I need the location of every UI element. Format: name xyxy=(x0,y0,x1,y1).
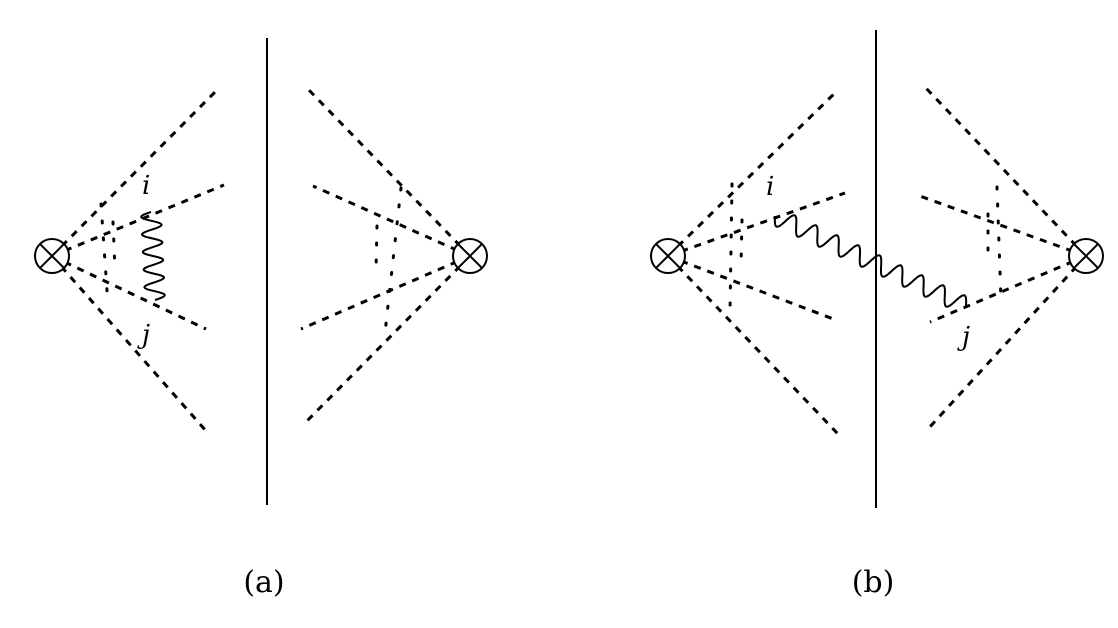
dashed-line xyxy=(50,255,209,433)
diagram-b-left-lines xyxy=(666,88,846,436)
photon-line-a xyxy=(140,211,166,301)
diagram-b-right-lines xyxy=(916,84,1088,431)
dashed-line xyxy=(916,193,1087,258)
dotted-line xyxy=(383,186,403,335)
vertex-a-right xyxy=(452,238,488,274)
dotted-line xyxy=(99,202,110,307)
label-j-b: j xyxy=(957,322,970,352)
dashed-line xyxy=(300,254,471,331)
label-i-a: i xyxy=(142,171,150,201)
dashed-line xyxy=(312,184,471,258)
dashed-line xyxy=(51,254,207,331)
vertex-a-left xyxy=(34,238,70,274)
dashed-line xyxy=(922,84,1088,258)
label-j-a: j xyxy=(137,320,150,350)
diagram-a-left-lines xyxy=(50,88,225,433)
dashed-line xyxy=(926,254,1088,431)
diagram-a-right-lines xyxy=(300,84,472,426)
dotted-line xyxy=(111,220,117,272)
vertex-b-right xyxy=(1068,238,1104,274)
dashed-line xyxy=(51,183,225,258)
caption-a: (a) xyxy=(243,565,284,600)
dashed-line xyxy=(303,84,472,258)
dashed-line xyxy=(666,254,840,436)
photon-line-b xyxy=(773,214,968,308)
dotted-line xyxy=(728,182,734,314)
dotted-line xyxy=(995,185,1003,302)
dashed-line xyxy=(667,191,846,258)
vertex-b-left xyxy=(650,238,686,274)
dashed-line xyxy=(929,254,1087,324)
dotted-line xyxy=(739,218,744,267)
dashed-line xyxy=(666,88,840,258)
dashed-line xyxy=(667,254,837,322)
label-i-b: i xyxy=(766,172,774,202)
dotted-line xyxy=(374,224,379,272)
caption-b: (b) xyxy=(852,565,895,600)
dashed-line xyxy=(302,254,472,426)
dashed-line xyxy=(50,88,219,258)
